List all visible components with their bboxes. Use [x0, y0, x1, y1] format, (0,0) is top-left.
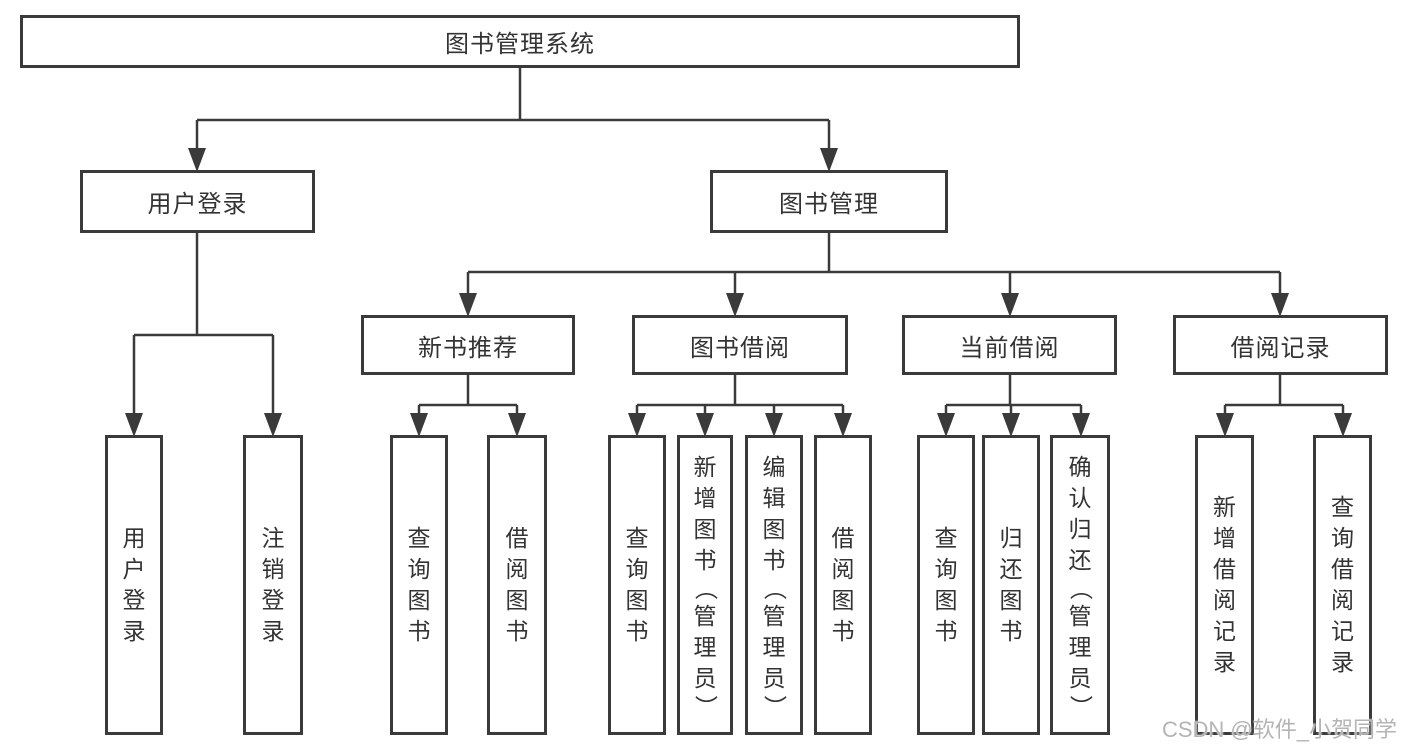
leaf-label: 借阅图书 — [831, 525, 855, 644]
leaf-add-book-admin: 新增图书（管理员） — [677, 435, 733, 735]
leaf-label: 查询借阅记录 — [1331, 494, 1354, 675]
leaf-edit-book-admin: 编辑图书（管理员） — [745, 435, 803, 735]
leaf-label: 查询图书 — [625, 525, 649, 644]
node-borrow-records: 借阅记录 — [1173, 315, 1388, 375]
node-book-management: 图书管理 — [710, 170, 948, 233]
leaf-label: 用户登录 — [122, 525, 146, 644]
leaf-label: 借阅图书 — [505, 525, 529, 644]
leaf-borrow-books-1: 借阅图书 — [487, 435, 547, 735]
leaf-query-borrow-record: 查询借阅记录 — [1313, 435, 1372, 735]
leaf-user-login: 用户登录 — [105, 435, 163, 735]
leaf-label: 确认归还（管理员） — [1067, 453, 1094, 718]
node-root: 图书管理系统 — [20, 15, 1020, 68]
leaf-borrow-books-2: 借阅图书 — [814, 435, 872, 735]
csdn-watermark: CSDN @软件_小贺同学 — [1161, 717, 1397, 742]
leaf-label: 查询图书 — [934, 525, 958, 644]
leaf-label: 注销登录 — [261, 525, 285, 644]
leaf-query-books-3: 查询图书 — [917, 435, 975, 735]
node-book-borrow: 图书借阅 — [632, 315, 848, 375]
leaf-return-book: 归还图书 — [982, 435, 1040, 735]
node-user-login: 用户登录 — [80, 170, 315, 233]
leaf-label: 编辑图书（管理员） — [761, 453, 788, 718]
leaf-query-books-1: 查询图书 — [390, 435, 448, 735]
node-new-book-recommend: 新书推荐 — [361, 315, 575, 375]
leaf-logout: 注销登录 — [243, 435, 303, 735]
leaf-add-borrow-record: 新增借阅记录 — [1195, 435, 1254, 735]
leaf-label: 新增图书（管理员） — [692, 453, 719, 718]
leaf-label: 归还图书 — [999, 525, 1023, 644]
node-current-borrow: 当前借阅 — [902, 315, 1117, 375]
leaf-label: 新增借阅记录 — [1213, 494, 1236, 675]
arrowheads — [125, 148, 1352, 437]
leaf-label: 查询图书 — [407, 525, 431, 644]
leaf-query-books-2: 查询图书 — [608, 435, 666, 735]
leaf-confirm-return-admin: 确认归还（管理员） — [1050, 435, 1110, 735]
